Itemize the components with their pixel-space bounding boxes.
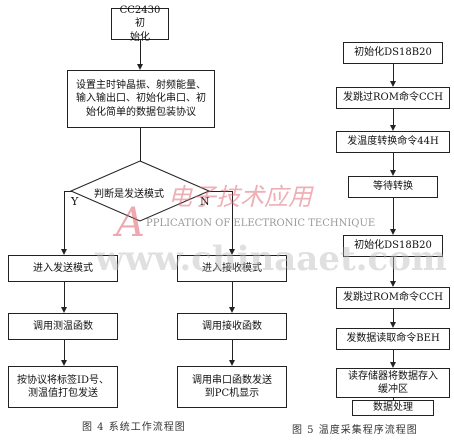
recv-func-label: 调用接收函数 [202, 320, 262, 332]
arrow-head [61, 307, 67, 313]
connector [64, 340, 65, 360]
fig5-step4-box: 等待转换 [348, 176, 438, 198]
arrow-head [229, 360, 235, 366]
arrow-head [61, 249, 67, 255]
connector [393, 153, 394, 170]
fig5-step9-label: 数据处理 [373, 402, 413, 414]
fig5-step4-label: 等待转换 [373, 181, 413, 193]
recv-mode-box: 进入接收模式 [177, 255, 287, 282]
fig5-step5-label: 初始化DS18B20 [354, 240, 432, 252]
connector [64, 282, 65, 307]
fig5-step5-box: 初始化DS18B20 [343, 235, 443, 257]
fig5-step6-box: 发跳过ROM命令CCH [336, 287, 450, 309]
recv-mode-label: 进入接收模式 [202, 262, 262, 274]
arrow-head [229, 307, 235, 313]
arrow-head [229, 249, 235, 255]
fig5-step9-box: 数据处理 [352, 400, 434, 416]
connector [232, 191, 233, 249]
connector [64, 191, 65, 249]
connector [208, 191, 233, 192]
init-label: 设置主时钟晶振、射频能量、 输入输出口、初始化串口、初 始化简单的数据包装协议 [76, 79, 206, 118]
temp-func-label: 调用测温函数 [33, 320, 93, 332]
arrow-head [137, 64, 143, 70]
decision-diamond [70, 160, 210, 222]
fig5-step2-box: 发跳过ROM命令CCH [336, 87, 450, 109]
connector [140, 40, 141, 64]
fig5-step7-label: 发数据读取命令BEH [346, 333, 440, 345]
fig5-step8-box: 读存储器将数据存入 缓冲区 [336, 368, 450, 398]
init-box: 设置主时钟晶振、射频能量、 输入输出口、初始化串口、初 始化简单的数据包装协议 [67, 70, 215, 128]
arrow-head [390, 362, 396, 368]
pack-send-label: 按协议将标签ID号、 测温值打包发送 [17, 374, 109, 400]
arrow-head [61, 360, 67, 366]
fig5-step1-box: 初始化DS18B20 [343, 42, 443, 64]
connector [393, 309, 394, 322]
connector [232, 340, 233, 360]
arrow-head [390, 125, 396, 131]
arrow-head [390, 170, 396, 176]
fig5-step8-label: 读存储器将数据存入 缓冲区 [348, 370, 438, 396]
connector [393, 109, 394, 125]
pack-send-box: 按协议将标签ID号、 测温值打包发送 [8, 366, 118, 408]
arrow-head [390, 81, 396, 87]
connector [393, 257, 394, 281]
connector [64, 191, 72, 192]
arrow-head [390, 322, 396, 328]
fig5-caption: 图 5 温度采集程序流程图 [292, 425, 418, 436]
connector [393, 350, 394, 362]
connector [393, 398, 394, 400]
fig5-step6-label: 发跳过ROM命令CCH [343, 292, 443, 304]
fig5-step1-label: 初始化DS18B20 [354, 47, 432, 59]
serial-send-box: 调用串口函数发送 到PC机显示 [177, 366, 287, 408]
yes-label: Y [71, 195, 79, 208]
connector [393, 198, 394, 229]
fig5-step3-label: 发温度转换命令44H [347, 136, 439, 148]
arrow-head [390, 229, 396, 235]
start-box: CC2430初 始化 [111, 5, 169, 43]
send-mode-box: 进入发送模式 [8, 255, 118, 282]
fig4-caption: 图 4 系统工作流程图 [82, 422, 186, 433]
decision-label: 判断是发送模式 [94, 189, 164, 200]
fig5-step2-label: 发跳过ROM命令CCH [343, 92, 443, 104]
fig5-step7-box: 发数据读取命令BEH [336, 328, 450, 350]
recv-func-box: 调用接收函数 [177, 313, 287, 340]
start-label: CC2430初 始化 [119, 4, 161, 43]
fig5-step3-box: 发温度转换命令44H [336, 131, 450, 153]
send-mode-label: 进入发送模式 [33, 262, 93, 274]
no-label: N [200, 195, 210, 208]
serial-send-label: 调用串口函数发送 到PC机显示 [192, 374, 272, 400]
arrow-head [390, 281, 396, 287]
temp-func-box: 调用测温函数 [8, 313, 118, 340]
connector [140, 128, 141, 161]
connector [232, 282, 233, 307]
connector [393, 64, 394, 81]
